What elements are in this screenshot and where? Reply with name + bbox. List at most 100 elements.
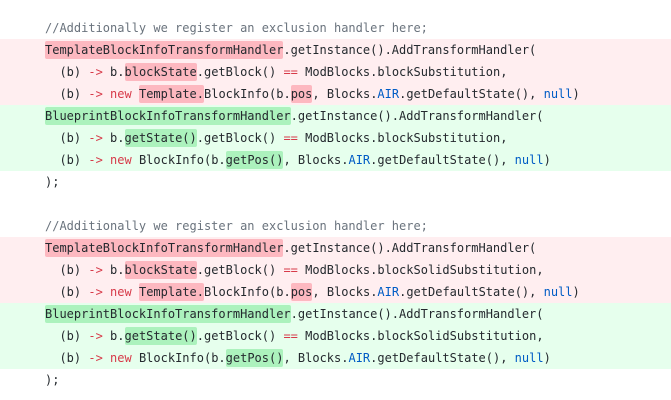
code-segment-highlight: Template.	[138, 85, 204, 103]
code-segment-plain: BlockInfo(b.	[204, 285, 291, 299]
code-segment-plain: );	[45, 175, 60, 189]
code-segment-comment: //Additionally we register an exclusion …	[45, 21, 428, 35]
code-segment-keyword: new	[110, 351, 132, 365]
code-segment-plain: ModBlocks.blockSubstitution,	[297, 131, 508, 145]
code-segment-plain	[132, 285, 139, 299]
code-segment-plain: );	[45, 373, 60, 387]
code-segment-plain: .getInstance().AddTransformHandler(	[283, 43, 537, 57]
code-line-context: );	[0, 369, 671, 391]
code-segment-highlight: getState()	[124, 327, 197, 345]
code-line-removed: TemplateBlockInfoTransformHandler.getIns…	[0, 237, 671, 259]
code-line-added: (b) -> new BlockInfo(b.getPos(), Blocks.…	[0, 347, 671, 369]
code-segment-constant: null	[514, 153, 544, 167]
code-segment-comment: //Additionally we register an exclusion …	[45, 219, 428, 233]
code-line-removed: (b) -> b.blockState.getBlock() == ModBlo…	[0, 61, 671, 83]
code-segment-keyword: new	[110, 87, 132, 101]
code-segment-constant: AIR	[348, 153, 371, 167]
code-segment-highlight: BlueprintBlockInfoTransformHandler	[45, 107, 291, 125]
code-segment-plain: , Blocks.	[283, 153, 349, 167]
code-segment-plain: .getBlock()	[196, 65, 284, 79]
code-segment-plain: )	[543, 351, 551, 365]
code-segment-plain	[103, 351, 110, 365]
code-segment-keyword: ==	[283, 329, 298, 343]
code-segment-constant: AIR	[377, 87, 400, 101]
code-segment-constant: null	[514, 351, 544, 365]
code-segment-keyword: ->	[88, 351, 103, 365]
code-segment-plain: , Blocks.	[312, 285, 378, 299]
code-segment-highlight: getPos()	[225, 151, 284, 169]
code-segment-plain: )	[543, 153, 551, 167]
code-segment-plain: b.	[102, 329, 125, 343]
code-segment-plain: ModBlocks.blockSolidSubstitution,	[297, 329, 544, 343]
code-segment-highlight: getState()	[124, 129, 197, 147]
code-segment-plain: ModBlocks.blockSubstitution,	[297, 65, 508, 79]
code-segment-plain: )	[572, 285, 580, 299]
code-segment-plain: (b)	[45, 65, 89, 79]
code-line-context: );	[0, 171, 671, 193]
code-line-removed: (b) -> new Template.BlockInfo(b.pos, Blo…	[0, 281, 671, 303]
code-segment-plain: (b)	[45, 153, 89, 167]
code-line-added: (b) -> b.getState().getBlock() == ModBlo…	[0, 127, 671, 149]
code-segment-plain: ModBlocks.blockSolidSubstitution,	[297, 263, 544, 277]
code-segment-keyword: ->	[88, 87, 103, 101]
code-line-context	[0, 193, 671, 215]
code-segment-highlight: BlueprintBlockInfoTransformHandler	[45, 305, 291, 323]
code-segment-plain: b.	[102, 65, 125, 79]
code-segment-plain: .getInstance().AddTransformHandler(	[290, 307, 544, 321]
code-segment-plain: (b)	[45, 285, 89, 299]
code-segment-plain: , Blocks.	[312, 87, 378, 101]
code-segment-keyword: new	[110, 285, 132, 299]
code-segment-plain: .getDefaultState(),	[370, 351, 515, 365]
code-line-added: BlueprintBlockInfoTransformHandler.getIn…	[0, 105, 671, 127]
code-line-added: (b) -> new BlockInfo(b.getPos(), Blocks.…	[0, 149, 671, 171]
code-segment-plain: .getDefaultState(),	[370, 153, 515, 167]
code-segment-keyword: ->	[88, 329, 103, 343]
code-segment-plain	[103, 87, 110, 101]
code-segment-plain: (b)	[45, 131, 89, 145]
code-line-context: //Additionally we register an exclusion …	[0, 215, 671, 237]
code-segment-plain: b.	[102, 263, 125, 277]
code-segment-plain: .getBlock()	[196, 263, 284, 277]
code-segment-plain: (b)	[45, 263, 89, 277]
code-segment-plain: (b)	[45, 329, 89, 343]
code-segment-plain	[132, 87, 139, 101]
code-line-removed: (b) -> new Template.BlockInfo(b.pos, Blo…	[0, 83, 671, 105]
diff-view: //Additionally we register an exclusion …	[0, 17, 671, 391]
code-line-removed: TemplateBlockInfoTransformHandler.getIns…	[0, 39, 671, 61]
code-segment-plain: BlockInfo(b.	[131, 153, 226, 167]
code-segment-keyword: new	[110, 153, 132, 167]
code-segment-highlight: TemplateBlockInfoTransformHandler	[45, 41, 284, 59]
code-line-added: BlueprintBlockInfoTransformHandler.getIn…	[0, 303, 671, 325]
code-segment-constant: null	[543, 285, 573, 299]
code-segment-highlight: pos	[290, 283, 313, 301]
code-segment-keyword: ->	[88, 153, 103, 167]
code-segment-keyword: ==	[283, 65, 298, 79]
code-segment-plain: b.	[102, 131, 125, 145]
code-segment-keyword: ->	[88, 131, 103, 145]
code-segment-plain: .getDefaultState(),	[399, 285, 544, 299]
code-segment-keyword: ==	[283, 131, 298, 145]
code-segment-highlight: TemplateBlockInfoTransformHandler	[45, 239, 284, 257]
code-line-context: //Additionally we register an exclusion …	[0, 17, 671, 39]
code-segment-plain: )	[572, 87, 580, 101]
code-segment-keyword: ->	[88, 65, 103, 79]
code-line-added: (b) -> b.getState().getBlock() == ModBlo…	[0, 325, 671, 347]
code-segment-constant: AIR	[348, 351, 371, 365]
code-segment-plain: BlockInfo(b.	[204, 87, 291, 101]
code-segment-plain: .getInstance().AddTransformHandler(	[283, 241, 537, 255]
code-segment-plain: .getBlock()	[196, 131, 284, 145]
code-segment-plain: , Blocks.	[283, 351, 349, 365]
code-segment-keyword: ->	[88, 285, 103, 299]
code-segment-plain: (b)	[45, 87, 89, 101]
code-segment-highlight: blockState	[124, 63, 197, 81]
code-segment-highlight: pos	[290, 85, 313, 103]
code-segment-plain: .getDefaultState(),	[399, 87, 544, 101]
code-segment-plain	[103, 153, 110, 167]
code-segment-plain: BlockInfo(b.	[131, 351, 226, 365]
code-segment-plain	[103, 285, 110, 299]
code-segment-plain: .getInstance().AddTransformHandler(	[290, 109, 544, 123]
code-segment-constant: AIR	[377, 285, 400, 299]
code-segment-keyword: ->	[88, 263, 103, 277]
code-segment-plain: .getBlock()	[196, 329, 284, 343]
code-segment-highlight: blockState	[124, 261, 197, 279]
